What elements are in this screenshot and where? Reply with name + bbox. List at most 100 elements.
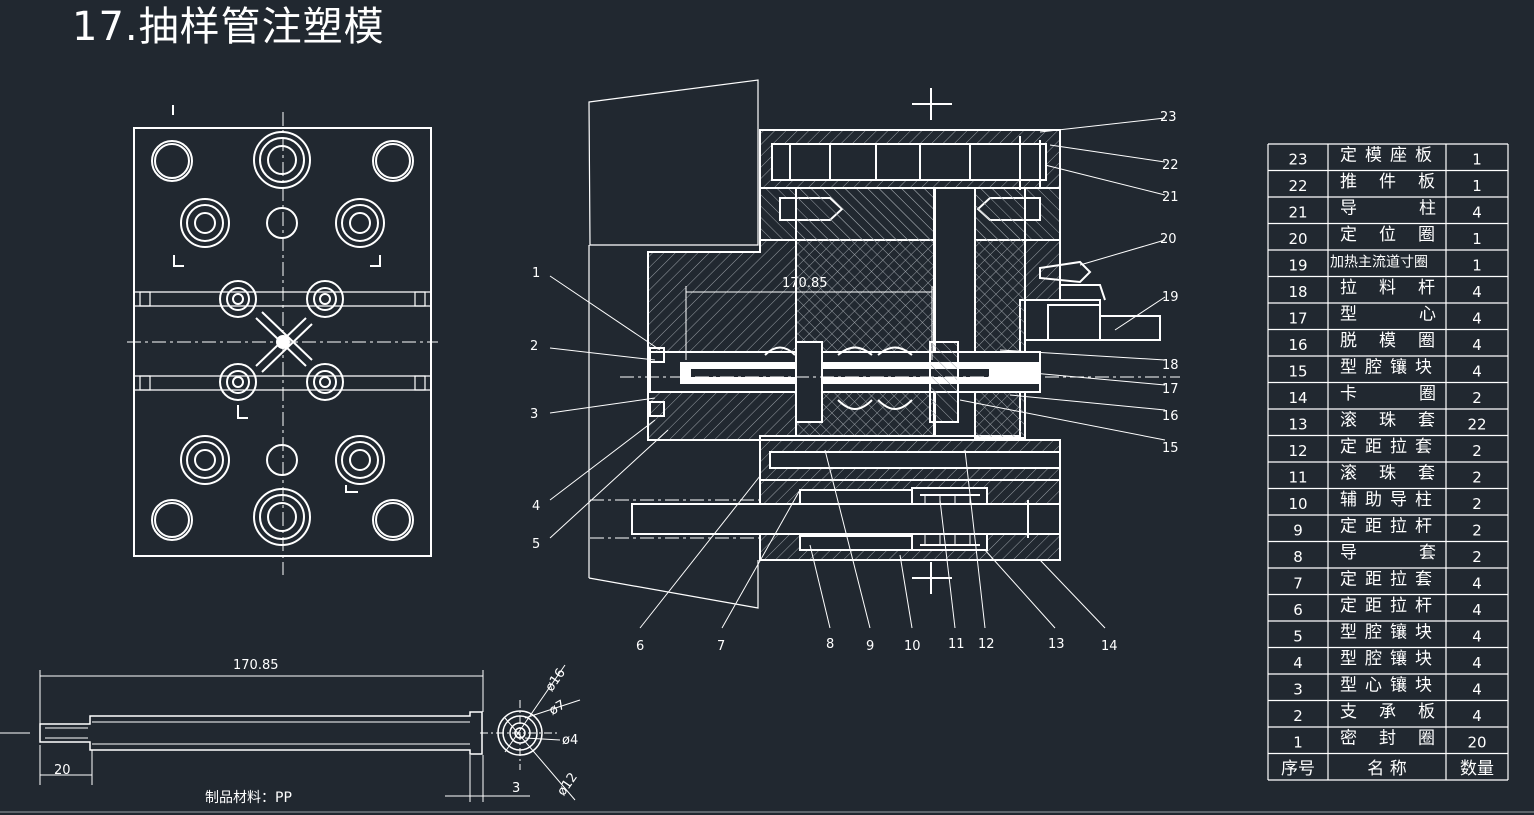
bom-row-no: 14	[1288, 389, 1307, 407]
callout-10: 10	[904, 639, 921, 654]
callout-6: 6	[636, 639, 644, 654]
callout-11: 11	[948, 637, 965, 652]
bom-header-no: 序号	[1281, 759, 1315, 779]
plan-view	[127, 105, 438, 575]
bom-row-name: 定距拉套	[1340, 570, 1440, 590]
dia-12-label: ø12	[555, 770, 581, 799]
bom-row-name: 加热主流道寸圈	[1330, 255, 1428, 271]
callout-21: 21	[1162, 190, 1179, 205]
bom-row-qty: 22	[1467, 416, 1486, 434]
bom-row-name: 卡圈	[1340, 384, 1498, 404]
callout-5: 5	[532, 537, 540, 552]
bom-row-name: 定距拉杆	[1340, 517, 1440, 537]
callout-20: 20	[1160, 232, 1177, 247]
bom-row-qty: 4	[1472, 575, 1482, 593]
bom-row-qty: 4	[1472, 707, 1482, 725]
bom-row-qty: 4	[1472, 628, 1482, 646]
part-end-label: 3	[512, 781, 520, 796]
plan-cavities	[219, 280, 344, 401]
callout-16: 16	[1162, 409, 1179, 424]
bom-row-no: 20	[1288, 230, 1307, 248]
bom-row-no: 18	[1288, 283, 1307, 301]
bom-row-no: 23	[1288, 151, 1307, 169]
bom-row-qty: 2	[1472, 495, 1482, 513]
bom-header-name: 名 称	[1367, 759, 1406, 779]
dia-7-label: ø7	[547, 698, 569, 719]
plan-bushings	[253, 131, 311, 546]
bom-row-qty: 4	[1472, 204, 1482, 222]
callout-14: 14	[1101, 639, 1118, 654]
callout-numbers: 1 2 3 4 5 6 7 8 9 10 11 12 13 14 15 16 1…	[530, 110, 1179, 654]
bom-row-no: 16	[1288, 336, 1307, 354]
callout-12: 12	[978, 637, 995, 652]
bom-row-qty: 4	[1472, 681, 1482, 699]
part-step-label: 20	[54, 763, 71, 778]
bom-row-no: 9	[1293, 522, 1303, 540]
bom-row-qty: 1	[1472, 151, 1482, 169]
bom-row-no: 1	[1293, 734, 1303, 752]
bom-header-qty: 数量	[1460, 759, 1494, 779]
bom-row-name: 型腔镶块	[1340, 622, 1440, 643]
bom-row-name: 型腔镶块	[1340, 648, 1440, 669]
bom-row-name: 支承板	[1340, 702, 1457, 722]
bom-row-qty: 1	[1472, 230, 1482, 248]
bom-row-no: 11	[1288, 469, 1307, 487]
dia-16-label: ø16	[543, 666, 569, 695]
center-marks	[912, 88, 952, 594]
bom-row-name: 定位圈	[1340, 225, 1457, 245]
callout-7: 7	[717, 639, 725, 654]
bom-row-name: 导柱	[1340, 199, 1498, 219]
callout-23: 23	[1160, 110, 1177, 125]
bom-row-no: 12	[1288, 442, 1307, 460]
callout-leaders	[549, 117, 1166, 629]
bom-row-name: 定距拉套	[1340, 437, 1440, 457]
bom-row-qty: 4	[1472, 654, 1482, 672]
bom-row-no: 3	[1293, 681, 1303, 699]
bom-row-qty: 4	[1472, 310, 1482, 328]
callout-3: 3	[530, 407, 538, 422]
bom-row-qty: 4	[1472, 601, 1482, 619]
callout-9: 9	[866, 639, 874, 654]
bom-row-no: 22	[1288, 177, 1307, 195]
callout-15: 15	[1162, 441, 1179, 456]
bom-row-no: 15	[1288, 363, 1307, 381]
section-dimension-label: 170.85	[782, 276, 828, 291]
bom-row-qty: 4	[1472, 283, 1482, 301]
bom-row-name: 导套	[1340, 543, 1498, 563]
bom-row-no: 19	[1288, 257, 1307, 275]
bom-row-qty: 4	[1472, 363, 1482, 381]
bom-row-qty: 2	[1472, 548, 1482, 566]
bom-row-no: 21	[1288, 204, 1307, 222]
callout-13: 13	[1048, 637, 1065, 652]
bom-row-name: 辅助导柱	[1340, 490, 1440, 510]
bom-row-no: 7	[1293, 575, 1303, 593]
section-view: 170.85	[588, 79, 1180, 609]
plan-horizontal-rods	[134, 291, 431, 391]
callout-19: 19	[1162, 290, 1179, 305]
drawing-title: 17.抽样管注塑模	[72, 4, 385, 50]
callout-8: 8	[826, 637, 834, 652]
bom-row-no: 6	[1293, 601, 1303, 619]
plan-cavity-rings	[180, 198, 385, 485]
bom-grid	[1267, 143, 1509, 781]
callout-18: 18	[1162, 358, 1179, 373]
bom-row-no: 17	[1288, 310, 1307, 328]
bom-row-qty: 2	[1472, 469, 1482, 487]
bom-row-name: 拉料杆	[1340, 278, 1457, 298]
bom-row-no: 8	[1293, 548, 1303, 566]
bom-row-name: 滚珠套	[1340, 464, 1457, 484]
bom-row-no: 10	[1288, 495, 1307, 513]
bom-row-no: 5	[1293, 628, 1303, 646]
callout-17: 17	[1162, 382, 1179, 397]
bom-row-qty: 2	[1472, 442, 1482, 460]
bom-row-qty: 20	[1467, 734, 1486, 752]
part-length-label: 170.85	[233, 658, 279, 673]
dia-4-label: ø4	[562, 733, 578, 748]
material-note: 制品材料：PP	[205, 790, 292, 806]
bom-row-no: 2	[1293, 707, 1303, 725]
bom-row-name: 型心	[1340, 305, 1498, 325]
callout-4: 4	[532, 499, 540, 514]
